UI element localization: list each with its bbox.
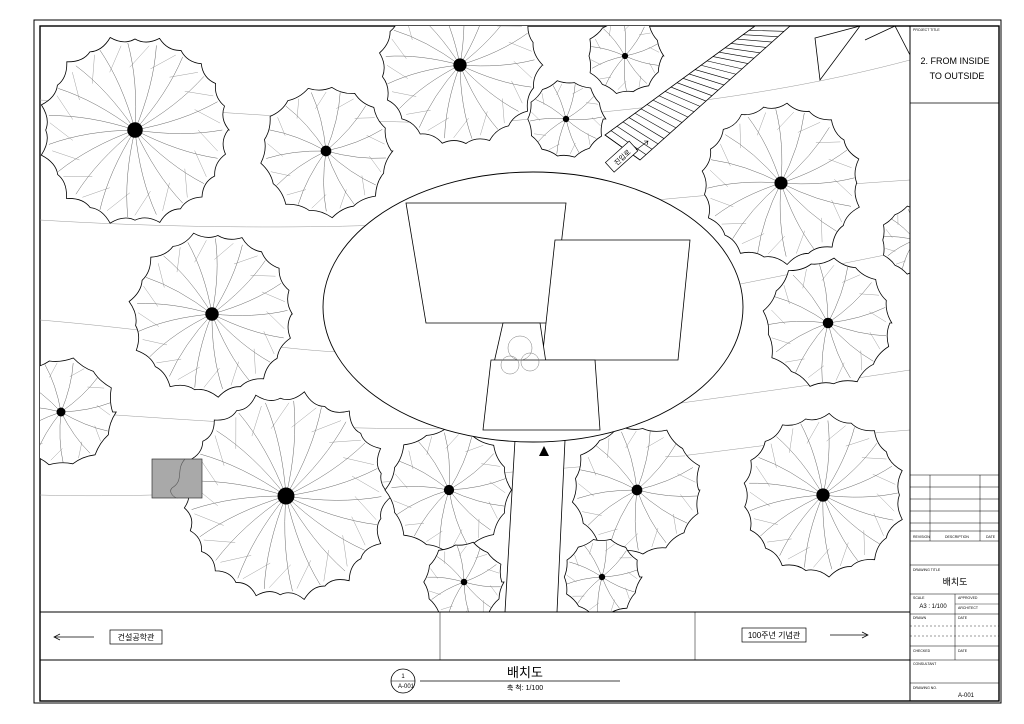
walkway: [504, 439, 566, 612]
tree-trunk-dot: [453, 58, 467, 72]
tree-trunk-dot: [443, 484, 455, 496]
drawing-title-label: DRAWING TITLE: [913, 568, 941, 572]
tree-trunk-dot: [56, 407, 66, 417]
view-marker-sheet: A-001: [398, 684, 415, 690]
pavilion-a: [405, 202, 567, 324]
tree-trunk-dot: [127, 122, 143, 138]
plan-scale: 축 척: 1/100: [507, 683, 543, 692]
right-building-label: 100주년 기념관: [748, 630, 801, 640]
bottom-strip: 건설공학관 100주년 기념관 1 A-001 배치도 축 척: 1/100: [40, 611, 910, 694]
tree-trunk-dot: [822, 317, 834, 329]
scale-value: A3 : 1/100: [919, 604, 947, 610]
revision-grid: [910, 474, 999, 542]
project-title-line2: TO OUTSIDE: [930, 71, 985, 81]
architect-label: ARCHITECT: [958, 606, 979, 610]
entry-stairs: 진입로: [604, 26, 910, 173]
tree-trunk-dot: [277, 487, 295, 505]
project-title-label: PROJECT TITLE: [913, 28, 940, 32]
tree-trunk-dot: [320, 145, 332, 157]
tree-trunk-dot: [205, 307, 219, 321]
tree-trunk-dot: [816, 488, 830, 502]
pavilion-c: [482, 359, 601, 431]
approved-label: APPROVED: [958, 596, 978, 600]
revision-column-label: REVISION: [913, 535, 930, 539]
project-title-line1: 2. FROM INSIDE: [920, 56, 989, 66]
pavilion-b: [541, 239, 691, 361]
trees: [40, 26, 918, 612]
tree: [423, 541, 505, 612]
date-label: DATE: [958, 616, 968, 620]
tree: [571, 425, 701, 555]
scale-label: SCALE: [913, 596, 925, 600]
tree-trunk-dot: [631, 484, 643, 496]
plan-title: 배치도: [507, 665, 543, 680]
tree-trunk-dot: [774, 176, 788, 190]
tree: [743, 412, 903, 578]
checked-label: CHECKED: [913, 649, 931, 653]
north-entry-arrow: [539, 446, 549, 456]
drawing-title: 배치도: [943, 576, 968, 587]
plan-area: 진입로: [40, 26, 918, 612]
date-column-label: DATE: [986, 535, 996, 539]
consultant-label: CONSULTANT: [913, 662, 937, 666]
view-marker-number: 1: [401, 674, 405, 680]
tree: [588, 26, 665, 94]
drawn-label: DRAWN: [913, 616, 927, 620]
tree: [183, 391, 394, 600]
tree: [40, 36, 230, 224]
title-block: PROJECT TITLE 2. FROM INSIDE TO OUTSIDE …: [909, 26, 999, 701]
checked-date-label: DATE: [958, 649, 968, 653]
tree-trunk-dot: [912, 237, 918, 243]
tree: [563, 538, 643, 612]
tree: [40, 357, 117, 466]
tree: [701, 102, 860, 266]
central-plaza: [322, 171, 744, 456]
drawing-no-label: DRAWING NO.: [913, 686, 937, 690]
tree: [384, 425, 513, 555]
drawing-no: A-001: [958, 693, 975, 699]
tree: [527, 80, 607, 158]
gray-structure: [151, 458, 203, 499]
left-building-label: 건설공학관: [118, 632, 155, 642]
tree: [128, 232, 294, 398]
tree: [378, 26, 544, 144]
description-column-label: DESCRIPTION: [945, 535, 969, 539]
outer-border: [33, 19, 1002, 704]
tree-trunk-dot: [562, 115, 570, 123]
tree-trunk-dot: [598, 573, 606, 581]
tree-trunk-dot: [460, 578, 468, 586]
tree: [882, 205, 918, 275]
tree: [260, 86, 394, 219]
tree: [762, 257, 893, 387]
tree-trunk-dot: [621, 52, 629, 60]
